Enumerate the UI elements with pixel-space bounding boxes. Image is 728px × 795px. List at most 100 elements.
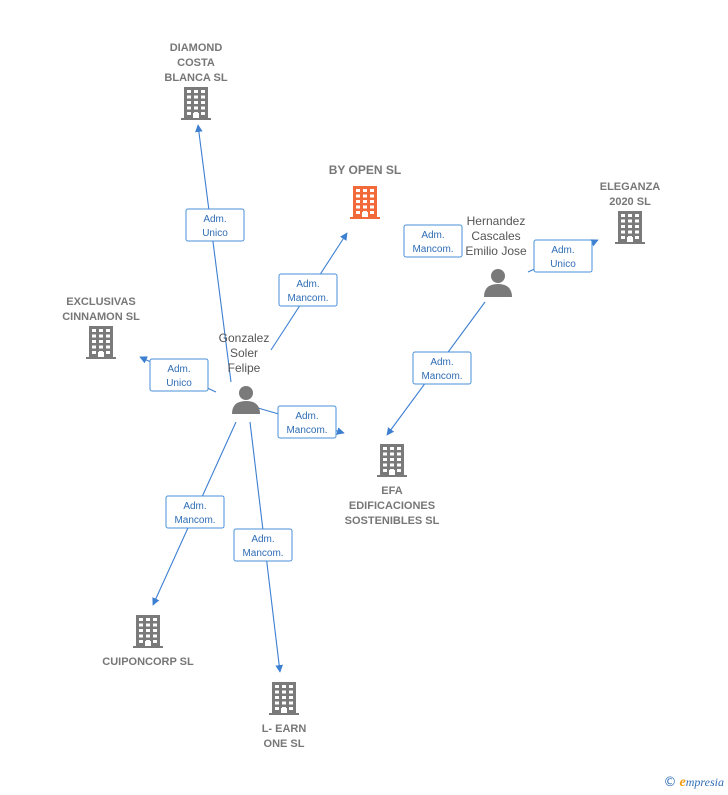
edge-label-e1[interactable]: Adm.Unico <box>185 208 245 242</box>
building-window <box>621 214 625 217</box>
building-window <box>187 112 191 115</box>
building-window <box>106 334 110 338</box>
building-window <box>146 618 150 621</box>
building-window <box>289 685 293 688</box>
edge-label-text: Adm. <box>183 501 206 512</box>
building-window <box>621 236 625 239</box>
building-window <box>194 95 198 99</box>
building-window <box>153 629 157 632</box>
person-name: Emilio Jose <box>465 244 527 258</box>
building-window <box>282 685 286 688</box>
building-icon <box>269 682 299 715</box>
edge-label-box <box>533 239 593 273</box>
building-window <box>289 696 293 699</box>
building-base <box>377 475 407 477</box>
building-base <box>86 357 116 359</box>
building-icon <box>615 211 645 244</box>
building-door <box>281 708 287 714</box>
footer-brand[interactable]: ©empresia <box>664 775 724 791</box>
building-window <box>383 447 387 450</box>
building-window <box>628 230 632 234</box>
edge-label-box <box>165 495 225 529</box>
building-door <box>362 212 368 218</box>
building-window <box>390 463 394 467</box>
copyright-symbol: © <box>663 775 677 790</box>
edge-label-text: Adm. <box>551 245 574 256</box>
edge-label-e8[interactable]: Adm.Unico <box>533 239 593 273</box>
edge-label-text: Mancom. <box>174 515 215 526</box>
building-window <box>282 690 286 694</box>
person-head <box>239 386 253 400</box>
edge-label-box <box>412 351 472 385</box>
building-window <box>153 623 157 627</box>
person-name: Gonzalez <box>219 331 270 345</box>
building-window <box>275 701 279 705</box>
building-window <box>356 205 360 209</box>
building-window <box>370 211 374 214</box>
edge-label-e3[interactable]: Adm.Unico <box>149 358 209 392</box>
company-name: 2020 SL <box>609 196 651 208</box>
building-window <box>363 205 367 209</box>
building-window <box>390 458 394 461</box>
edge-label-e5[interactable]: Adm. Mancom. <box>165 495 225 529</box>
edge-label-box <box>277 405 337 439</box>
company-name: COSTA <box>177 57 215 69</box>
person-head <box>491 269 505 283</box>
company-node-byopen[interactable]: BY OPEN SL <box>329 163 401 219</box>
edge-label-e4[interactable]: Adm.Mancom. <box>277 405 337 439</box>
building-window <box>628 214 632 217</box>
building-window <box>187 106 191 110</box>
building-window <box>275 707 279 710</box>
company-name: CUIPONCORP SL <box>102 656 194 668</box>
building-icon <box>377 444 407 477</box>
brand-initial: e <box>679 775 686 790</box>
building-window <box>106 340 110 343</box>
building-window <box>621 219 625 223</box>
building-window <box>275 685 279 688</box>
building-window <box>139 618 143 621</box>
edge-label-e7[interactable]: Adm.Mancom. <box>412 351 472 385</box>
edge-label-e2[interactable]: Adm.Mancom. <box>278 273 338 307</box>
edge-label-e6[interactable]: Adm.Mancom. <box>233 528 293 562</box>
building-window <box>187 95 191 99</box>
company-name: EXCLUSIVAS <box>66 296 135 308</box>
edge-label-box <box>185 208 245 242</box>
building-window <box>397 469 401 472</box>
building-window <box>187 90 191 93</box>
building-window <box>356 189 360 192</box>
building-window <box>194 90 198 93</box>
building-window <box>139 623 143 627</box>
building-window <box>356 211 360 214</box>
edge-label-e9[interactable]: Adm.Mancom. <box>403 224 463 258</box>
edge-label-text: Mancom. <box>242 548 283 559</box>
company-name: CINNAMON SL <box>62 311 140 323</box>
building-window <box>370 189 374 192</box>
building-window <box>397 463 401 467</box>
edge-arrow-e1 <box>195 124 232 383</box>
building-window <box>187 101 191 104</box>
building-window <box>99 334 103 338</box>
building-window <box>201 90 205 93</box>
company-node-exclusivas[interactable]: EXCLUSIVAS CINNAMON SL <box>62 296 140 359</box>
building-window <box>383 458 387 461</box>
building-window <box>397 452 401 456</box>
company-node-cuipon[interactable]: CUIPONCORP SL <box>102 615 194 668</box>
building-window <box>194 101 198 104</box>
building-window <box>383 469 387 472</box>
building-window <box>289 707 293 710</box>
person-name: Cascales <box>471 229 520 243</box>
person-name: Felipe <box>228 361 261 375</box>
building-door <box>98 352 104 358</box>
edge-label-box <box>403 224 463 258</box>
building-window <box>139 629 143 632</box>
building-window <box>92 329 96 332</box>
building-window <box>92 345 96 349</box>
building-icon <box>86 326 116 359</box>
